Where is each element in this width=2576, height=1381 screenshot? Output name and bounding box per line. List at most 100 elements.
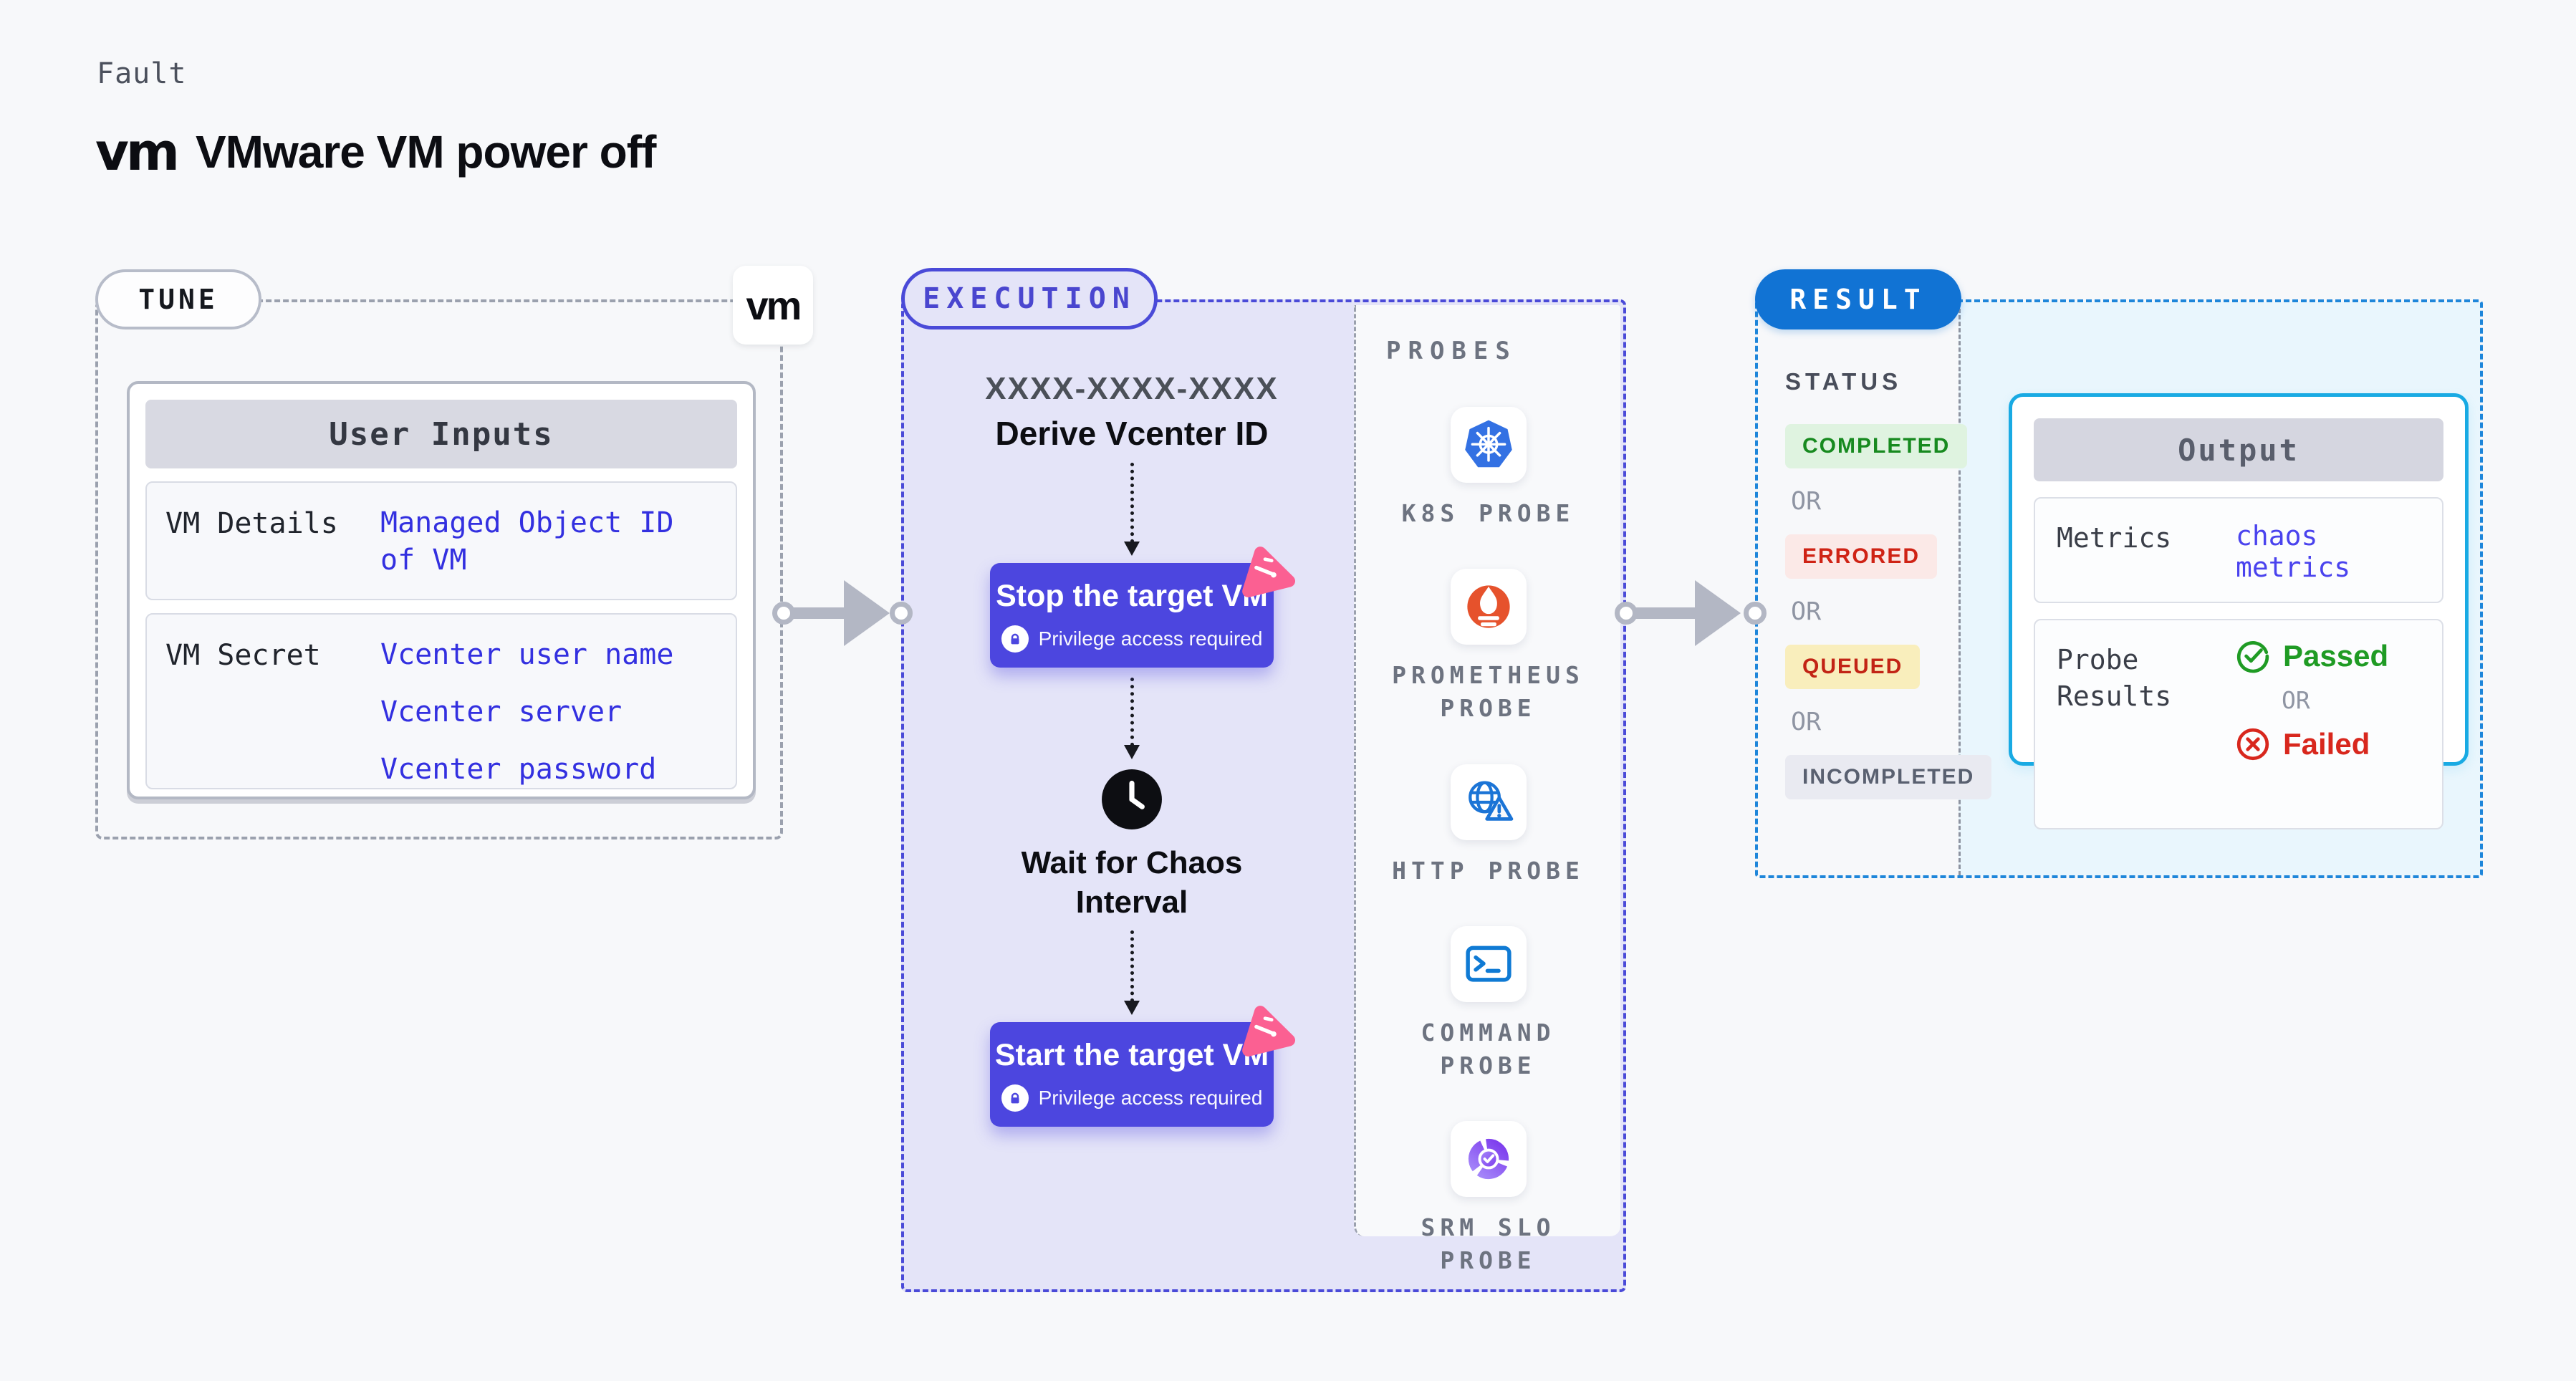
stop-vm-label: Stop the target VM bbox=[996, 578, 1268, 613]
vm-secret-label: VM Secret bbox=[165, 639, 321, 672]
wait-step-node bbox=[1100, 768, 1163, 834]
derive-vcenter-id-step: Derive Vcenter ID bbox=[995, 415, 1269, 452]
probe-item-http: HTTP PROBE bbox=[1381, 764, 1596, 887]
flow-connector bbox=[1130, 678, 1134, 746]
probe-label: PROMETHEUS PROBE bbox=[1392, 661, 1585, 723]
status-badge-incompleted[interactable]: INCOMPLETED bbox=[1785, 755, 1992, 799]
prometheus-probe-card[interactable] bbox=[1450, 569, 1527, 645]
page-header: vm VMware VM power off bbox=[95, 122, 656, 182]
probe-label: K8S PROBE bbox=[1401, 499, 1575, 527]
metrics-label: Metrics bbox=[2057, 522, 2172, 554]
probe-label: SRM SLO PROBE bbox=[1421, 1213, 1556, 1275]
arrow-start-node bbox=[1615, 602, 1638, 625]
lock-icon bbox=[1001, 625, 1029, 653]
passed-text: Passed bbox=[2283, 639, 2389, 673]
vcenter-user-name-value: Vcenter user name bbox=[380, 638, 674, 671]
vm-details-value: Managed Object ID of VM bbox=[380, 506, 674, 577]
arrow-start-node bbox=[772, 602, 795, 625]
probe-item-prometheus: PROMETHEUS PROBE bbox=[1381, 569, 1596, 725]
privilege-note: Privilege access required bbox=[1001, 1084, 1263, 1112]
http-icon bbox=[1468, 781, 1513, 821]
failed-text: Failed bbox=[2283, 727, 2370, 761]
clock-icon bbox=[1102, 769, 1162, 829]
experiment-id-placeholder: XXXX-XXXX-XXXX bbox=[985, 371, 1279, 406]
arrow-shaft bbox=[792, 607, 848, 619]
arrow-head bbox=[1695, 580, 1741, 646]
passed-result: Passed bbox=[2236, 639, 2388, 673]
litmus-chaos-icon bbox=[1242, 547, 1295, 597]
stop-target-vm-node[interactable]: Stop the target VM Privilege access requ… bbox=[990, 547, 1295, 668]
vmware-chip-logo-icon: vm bbox=[746, 282, 802, 328]
x-circle-icon bbox=[2236, 728, 2269, 761]
status-or-separator: OR bbox=[1791, 597, 1822, 626]
status-badge-errored[interactable]: ERRORED bbox=[1785, 534, 1938, 579]
execution-phase-badge: EXECUTION bbox=[901, 268, 1158, 329]
status-header: STATUS bbox=[1785, 368, 1903, 395]
status-badge-queued[interactable]: QUEUED bbox=[1785, 645, 1921, 689]
probe-label: HTTP PROBE bbox=[1392, 856, 1585, 885]
srm-slo-icon bbox=[1468, 1139, 1509, 1180]
check-circle-icon bbox=[2236, 641, 2269, 673]
probes-header: PROBES bbox=[1386, 337, 1517, 365]
litmus-chaos-icon bbox=[1242, 1006, 1295, 1057]
prometheus-icon bbox=[1466, 585, 1510, 628]
flow-connector-arrowhead bbox=[1124, 1001, 1140, 1015]
wait-step-label: Wait for Chaos Interval bbox=[1021, 845, 1243, 920]
command-icon bbox=[1465, 945, 1512, 982]
probe-item-k8s: K8S PROBE bbox=[1381, 407, 1596, 530]
probe-item-command: COMMAND PROBE bbox=[1381, 925, 1596, 1082]
vmware-chip: vm bbox=[733, 266, 813, 345]
flow-connector bbox=[1130, 930, 1134, 1002]
failed-result: Failed bbox=[2236, 727, 2388, 761]
probe-item-srm-slo: SRM SLO PROBE bbox=[1381, 1121, 1596, 1277]
probe-results-label: Probe Results bbox=[2057, 644, 2172, 713]
status-badge-completed[interactable]: COMPLETED bbox=[1785, 424, 1968, 468]
vm-secret-row: VM Secret Vcenter user name Vcenter serv… bbox=[145, 613, 737, 789]
user-inputs-header: User Inputs bbox=[145, 400, 737, 468]
vm-details-label: VM Details bbox=[165, 507, 338, 540]
probe-label: COMMAND PROBE bbox=[1421, 1018, 1556, 1079]
flow-connector-arrowhead bbox=[1124, 542, 1140, 556]
arrow-end-node bbox=[1744, 602, 1767, 625]
srm-slo-probe-card[interactable] bbox=[1450, 1121, 1527, 1198]
flow-connector-arrowhead bbox=[1124, 745, 1140, 759]
vcenter-server-value: Vcenter server bbox=[380, 696, 623, 728]
result-section: STATUS COMPLETED OR ERRORED OR QUEUED OR… bbox=[1755, 299, 2483, 878]
execution-flow: XXXX-XXXX-XXXX Derive Vcenter ID Stop th… bbox=[904, 302, 1360, 1295]
user-inputs-card: User Inputs VM Details Managed Object ID… bbox=[127, 381, 756, 799]
k8s-probe-card[interactable] bbox=[1450, 407, 1527, 483]
vcenter-password-value: Vcenter password bbox=[380, 753, 657, 786]
probes-panel: PROBES bbox=[1354, 305, 1620, 1274]
output-header: Output bbox=[2034, 418, 2443, 481]
status-column: STATUS COMPLETED OR ERRORED OR QUEUED OR… bbox=[1785, 368, 1992, 799]
tune-phase-badge: TUNE bbox=[95, 269, 261, 329]
execution-section: PROBES bbox=[901, 299, 1626, 1292]
start-target-vm-node[interactable]: Start the target VM Privilege access req… bbox=[990, 1006, 1295, 1127]
metrics-value: chaos metrics bbox=[2236, 520, 2351, 583]
privilege-note-text: Privilege access required bbox=[1038, 627, 1263, 650]
privilege-note: Privilege access required bbox=[1001, 625, 1263, 653]
http-probe-card[interactable] bbox=[1450, 764, 1527, 840]
fault-kicker: Fault bbox=[97, 57, 187, 90]
privilege-note-text: Privilege access required bbox=[1038, 1086, 1263, 1109]
start-vm-label: Start the target VM bbox=[994, 1037, 1269, 1072]
probe-results-or: OR bbox=[2282, 686, 2310, 714]
command-probe-card[interactable] bbox=[1450, 925, 1527, 1002]
flow-connector bbox=[1130, 463, 1134, 543]
vmware-logo-icon: vm bbox=[95, 122, 180, 182]
kubernetes-icon bbox=[1464, 420, 1512, 468]
page-title: VMware VM power off bbox=[195, 126, 656, 178]
output-card: Output Metrics chaos metrics Probe Resul… bbox=[2009, 393, 2469, 829]
probe-results-row: Probe Results Passed OR bbox=[2034, 619, 2443, 829]
arrow-head bbox=[844, 580, 890, 646]
arrow-shaft bbox=[1635, 607, 1699, 619]
tune-section-outline bbox=[95, 299, 783, 839]
status-or-separator: OR bbox=[1791, 487, 1822, 516]
arrow-end-node bbox=[890, 602, 913, 625]
probe-list: K8S PROBE PROMETHEUS PROBE bbox=[1381, 407, 1596, 1278]
status-or-separator: OR bbox=[1791, 708, 1822, 736]
result-phase-badge: RESULT bbox=[1755, 269, 1961, 329]
vm-details-row: VM Details Managed Object ID of VM bbox=[145, 481, 737, 600]
lock-icon bbox=[1001, 1084, 1029, 1112]
